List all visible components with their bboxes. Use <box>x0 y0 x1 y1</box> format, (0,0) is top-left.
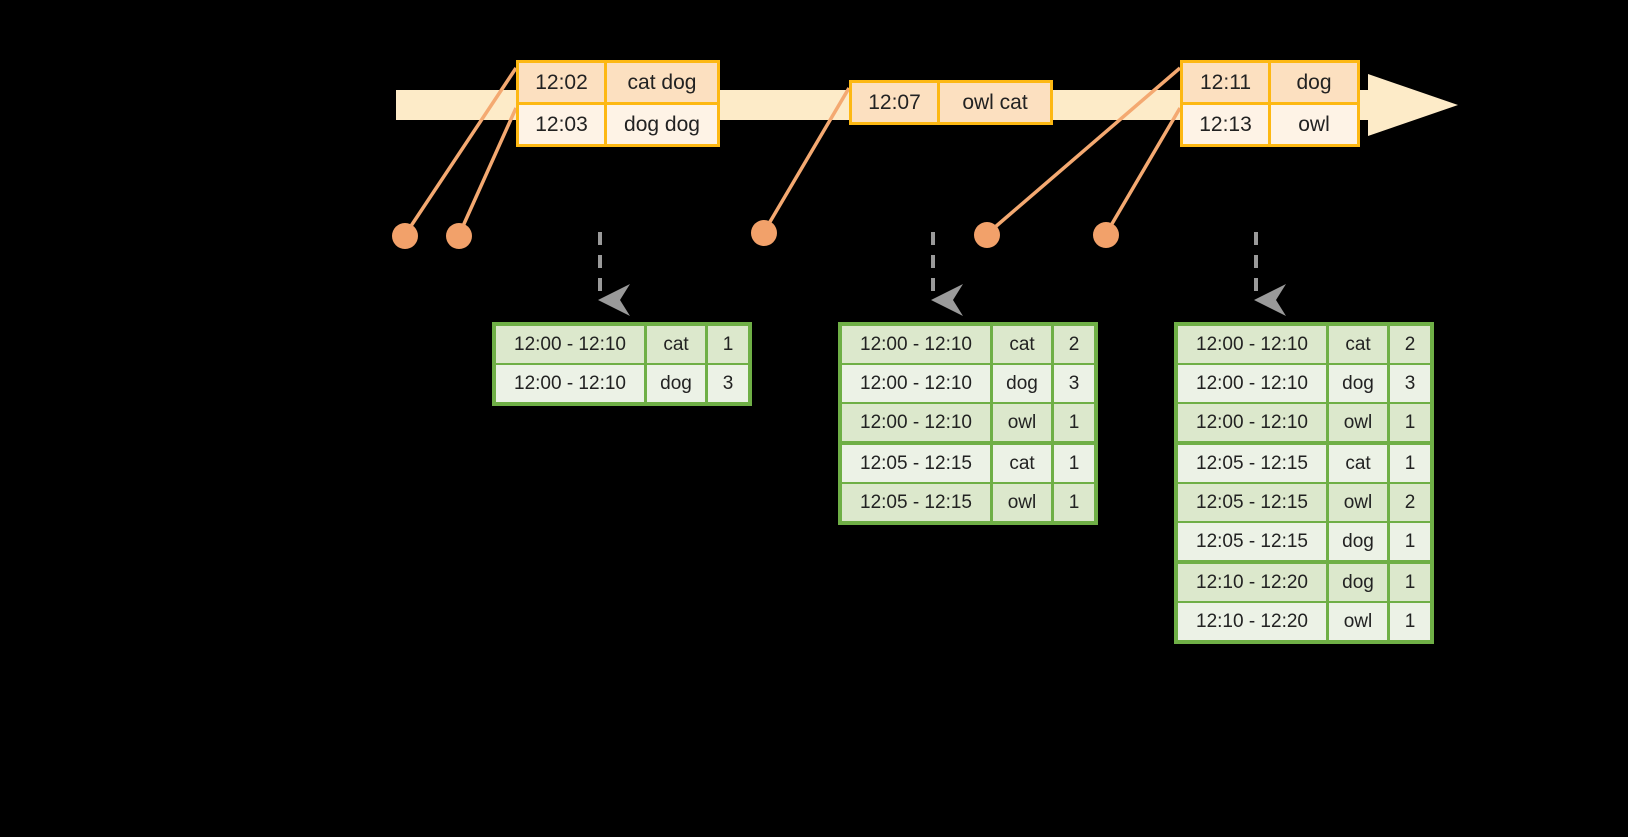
window-cell: 12:00 - 12:10 <box>496 326 647 363</box>
event-row[interactable]: 12:07 owl cat <box>852 83 1050 122</box>
count-cell: 1 <box>1404 530 1416 552</box>
event-dots <box>392 220 1119 249</box>
event-dot-3 <box>751 220 777 246</box>
key-cell: owl <box>993 484 1054 521</box>
window-cell: 12:00 - 12:10 <box>1178 404 1329 441</box>
window-cell: 12:10 - 12:20 <box>1178 564 1329 601</box>
event-time: 12:13 <box>1183 105 1271 144</box>
event-time: 12:03 <box>519 105 607 144</box>
event-group-1: 12:02 cat dog 12:03 dog dog <box>516 60 720 147</box>
window-cell: 12:00 - 12:10 <box>842 404 993 441</box>
event-words: cat dog <box>627 70 697 94</box>
key-cell: cat <box>1329 445 1390 482</box>
key-cell: owl <box>1329 404 1390 441</box>
count-cell: 2 <box>1404 491 1416 513</box>
connector-3 <box>762 87 851 233</box>
key-cell: dog <box>993 365 1054 402</box>
window-cell: 12:05 - 12:15 <box>1178 484 1329 521</box>
event-group-2: 12:07 owl cat <box>849 80 1053 125</box>
count-cell: 1 <box>722 333 734 355</box>
key-cell: owl <box>1329 603 1390 640</box>
event-words: dog <box>1296 70 1332 94</box>
key-cell: cat <box>647 326 708 363</box>
key-cell: owl <box>1329 484 1390 521</box>
event-time: 12:07 <box>852 83 940 122</box>
event-row[interactable]: 12:13 owl <box>1183 102 1357 144</box>
count-cell: 1 <box>1068 411 1080 433</box>
count-cell: 2 <box>1068 333 1080 355</box>
count-cell: 1 <box>1404 411 1416 433</box>
key-cell: dog <box>1329 523 1390 560</box>
window-cell: 12:00 - 12:10 <box>842 326 993 363</box>
window-cell: 12:05 - 12:15 <box>1178 445 1329 482</box>
event-dot-2 <box>446 223 472 249</box>
event-dot-1 <box>392 223 418 249</box>
connector-2 <box>457 107 518 236</box>
event-words: owl <box>1298 112 1330 136</box>
event-words: dog dog <box>624 112 700 136</box>
connector-1 <box>403 67 518 236</box>
event-dot-5 <box>1093 222 1119 248</box>
window-cell: 12:05 - 12:15 <box>1178 523 1329 560</box>
key-cell: dog <box>1329 365 1390 402</box>
key-cell: cat <box>993 326 1054 363</box>
count-cell: 1 <box>1404 571 1416 593</box>
count-cell: 1 <box>1404 452 1416 474</box>
count-cell: 1 <box>1068 452 1080 474</box>
connector-5 <box>1104 107 1182 235</box>
event-row[interactable]: 12:03 dog dog <box>519 102 717 144</box>
window-cell: 12:00 - 12:10 <box>496 365 647 402</box>
key-cell: owl <box>993 404 1054 441</box>
event-row[interactable]: 12:11 dog <box>1183 63 1357 102</box>
count-cell: 3 <box>722 372 734 394</box>
window-cell: 12:05 - 12:15 <box>842 484 993 521</box>
window-cell: 12:00 - 12:10 <box>1178 326 1329 363</box>
window-cell: 12:00 - 12:10 <box>842 365 993 402</box>
event-group-3: 12:11 dog 12:13 owl <box>1180 60 1360 147</box>
event-time: 12:02 <box>519 63 607 102</box>
key-cell: cat <box>1329 326 1390 363</box>
count-cell: 1 <box>1404 610 1416 632</box>
window-cell: 12:00 - 12:10 <box>1178 365 1329 402</box>
emit-arrows <box>598 232 1286 316</box>
event-row[interactable]: 12:02 cat dog <box>519 63 717 102</box>
event-dot-4 <box>974 222 1000 248</box>
event-time: 12:11 <box>1183 63 1271 102</box>
count-cell: 3 <box>1404 372 1416 394</box>
event-words: owl cat <box>962 90 1028 114</box>
window-cell: 12:05 - 12:15 <box>842 445 993 482</box>
count-cell: 2 <box>1404 333 1416 355</box>
count-cell: 3 <box>1068 372 1080 394</box>
key-cell: dog <box>1329 564 1390 601</box>
key-cell: cat <box>993 445 1054 482</box>
count-cell: 1 <box>1068 491 1080 513</box>
window-cell: 12:10 - 12:20 <box>1178 603 1329 640</box>
key-cell: dog <box>647 365 708 402</box>
connector-4 <box>985 66 1182 236</box>
connector-lines <box>403 66 1182 236</box>
